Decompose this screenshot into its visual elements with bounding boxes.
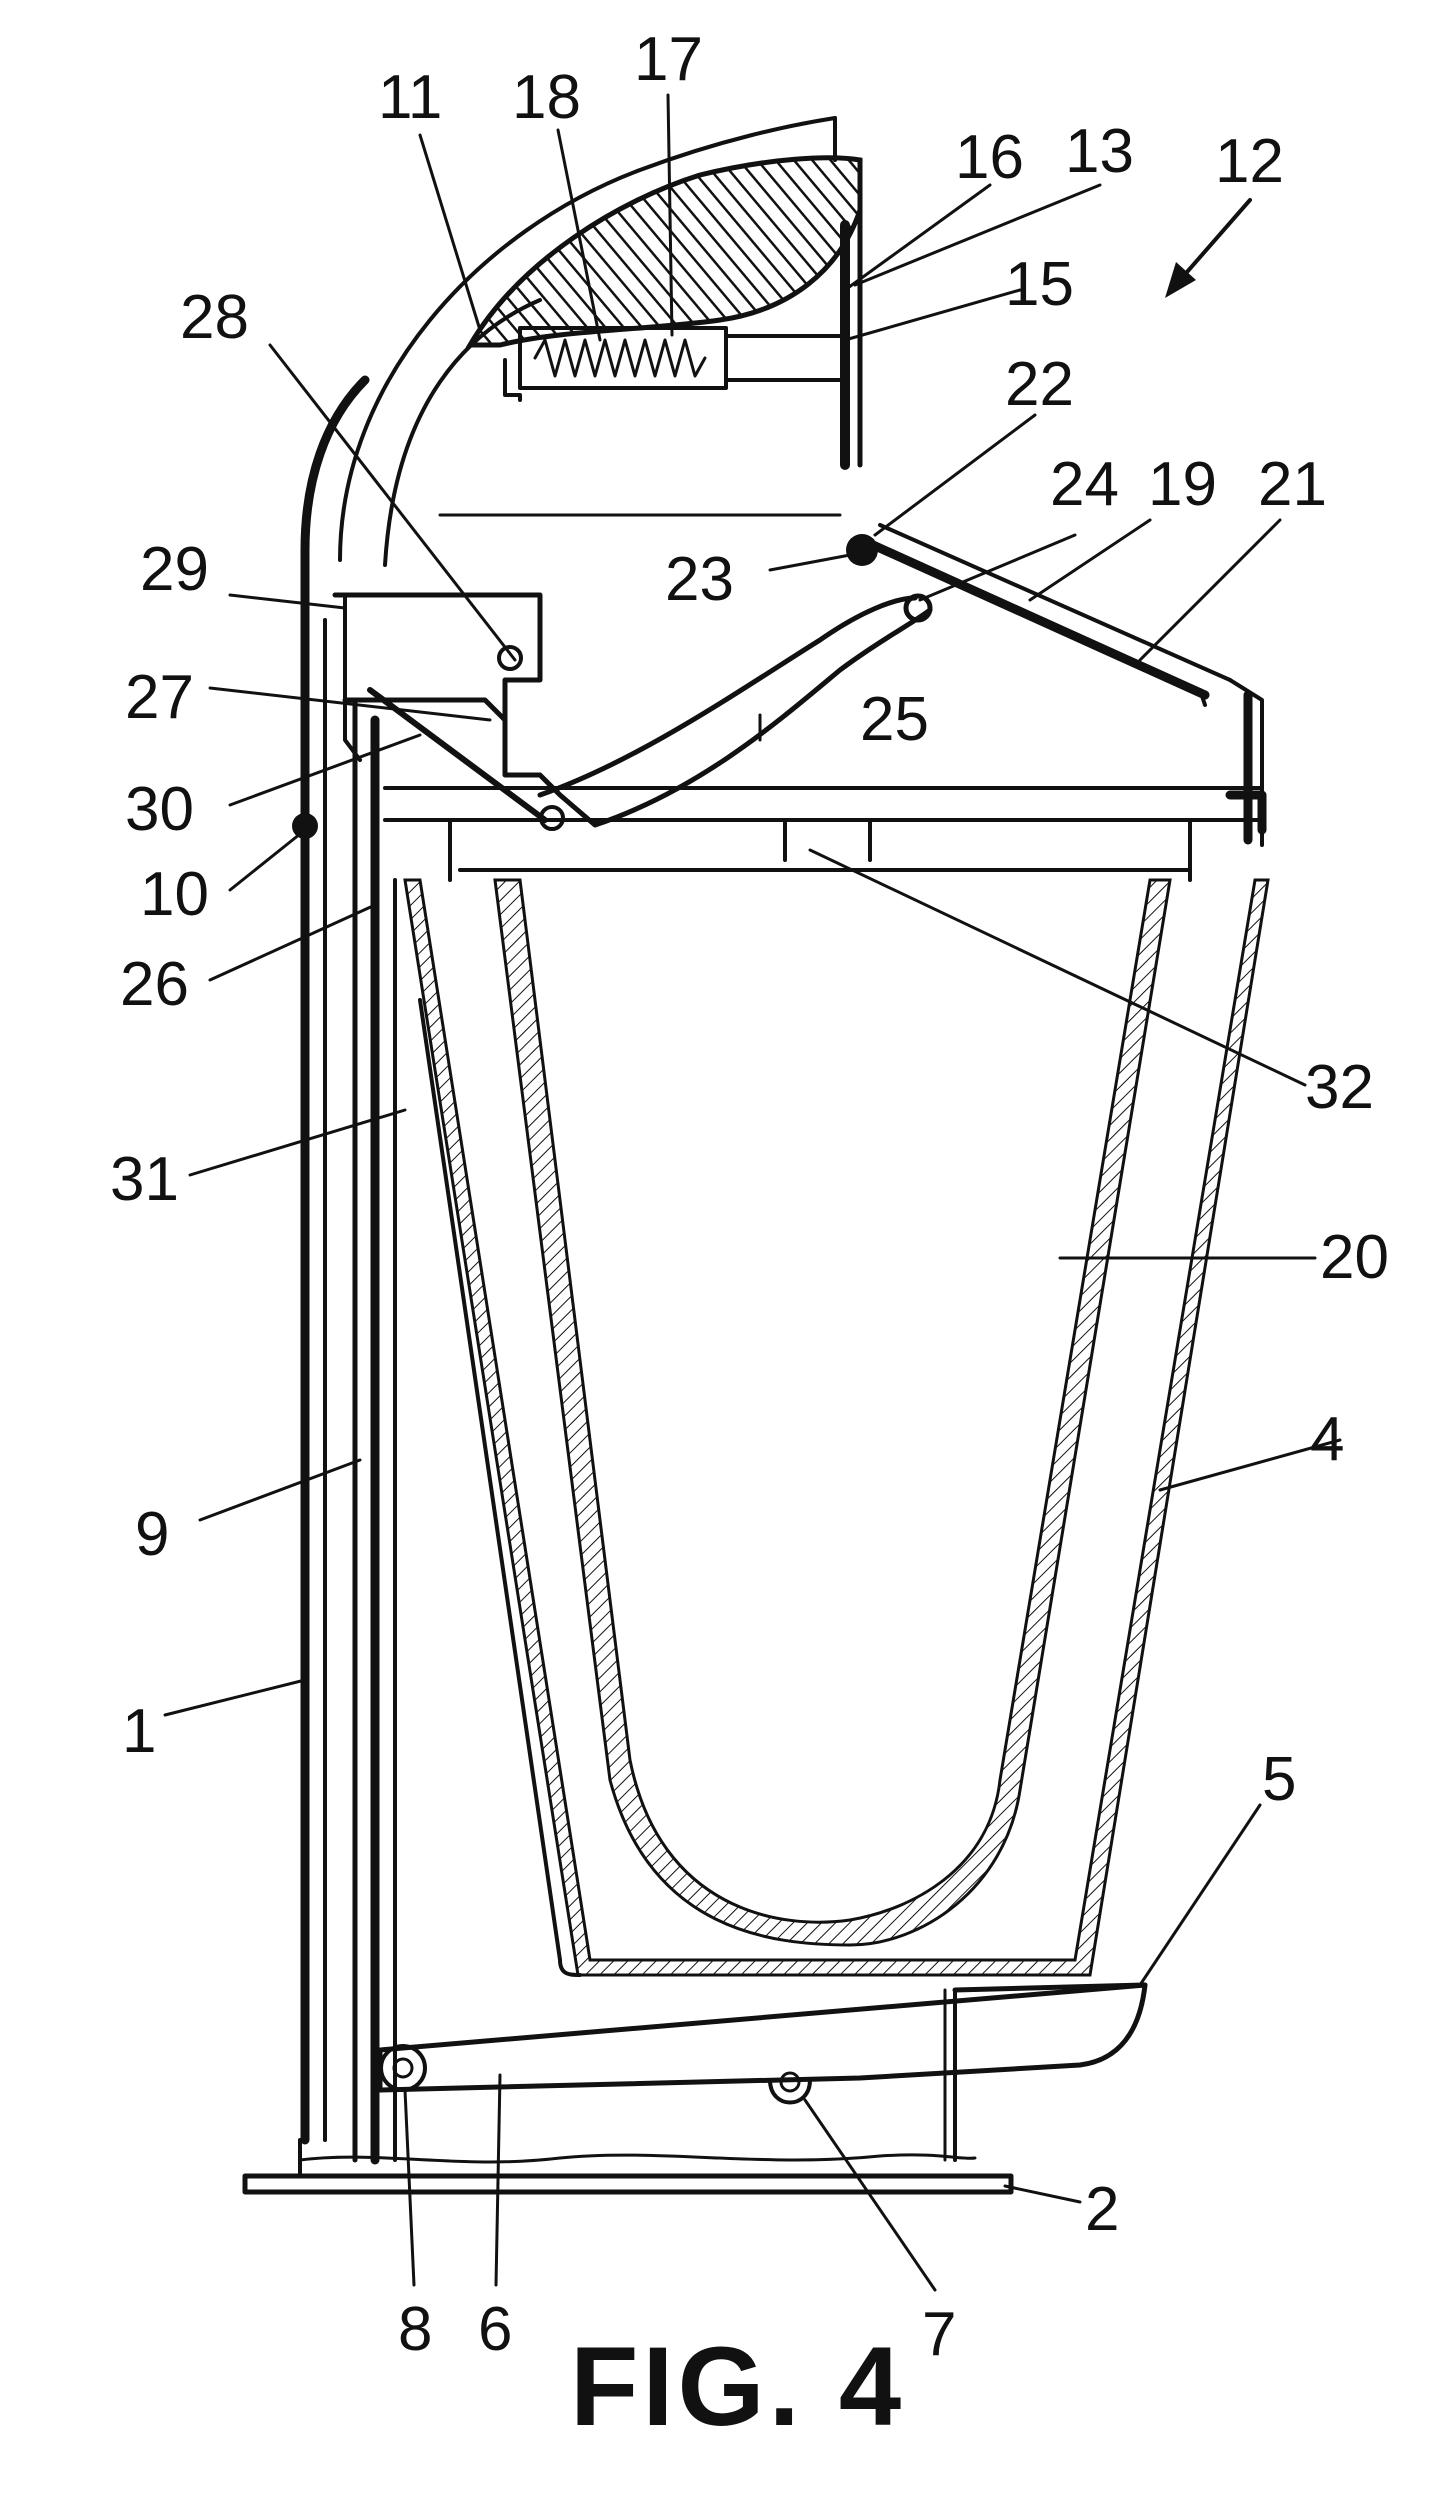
spring-assembly [518,326,847,390]
label-10: 10 [140,860,209,929]
push-rods [352,697,397,2165]
label-11: 11 [378,63,442,132]
label-31: 31 [110,1145,179,1214]
label-27: 27 [125,663,194,732]
bin-body [403,878,1270,1977]
label-28: 28 [180,283,249,352]
label-15: 15 [1005,250,1074,319]
inner-bucket [493,878,1172,1947]
label-1: 1 [122,1697,156,1766]
label-9: 9 [135,1500,169,1569]
outer-housing [300,116,837,2145]
label-19: 19 [1148,450,1217,519]
label-30: 30 [125,775,194,844]
view-arrow [1165,198,1252,298]
bin-rim [383,786,1267,882]
label-26: 26 [120,950,189,1019]
label-2: 2 [1085,2175,1119,2244]
pivot-10 [292,813,318,839]
label-32: 32 [1305,1053,1374,1122]
pedal-lever [377,1982,1148,2162]
label-7: 7 [922,2300,956,2369]
label-18: 18 [512,63,581,132]
label-8: 8 [398,2295,432,2364]
figure-caption: FIG. 4 [570,2324,905,2449]
label-12: 12 [1215,127,1284,196]
label-22: 22 [1005,350,1074,419]
label-5: 5 [1262,1745,1296,1814]
leader-lines [163,93,1342,2292]
lid-shell [465,155,863,470]
label-24: 24 [1050,450,1119,519]
label-21: 21 [1258,450,1327,519]
label-20: 20 [1320,1223,1389,1292]
label-25: 25 [860,685,929,754]
label-16: 16 [955,123,1024,192]
label-4: 4 [1310,1405,1344,1474]
label-17: 17 [634,25,703,94]
label-29: 29 [140,535,209,604]
label-23: 23 [665,545,734,614]
reference-numerals: 11 18 17 16 13 12 15 28 22 24 19 21 29 2… [110,25,1389,2369]
label-6: 6 [478,2295,512,2364]
label-13: 13 [1065,117,1134,186]
base-plate [242,2138,1014,2195]
lever-linkage [332,592,933,831]
